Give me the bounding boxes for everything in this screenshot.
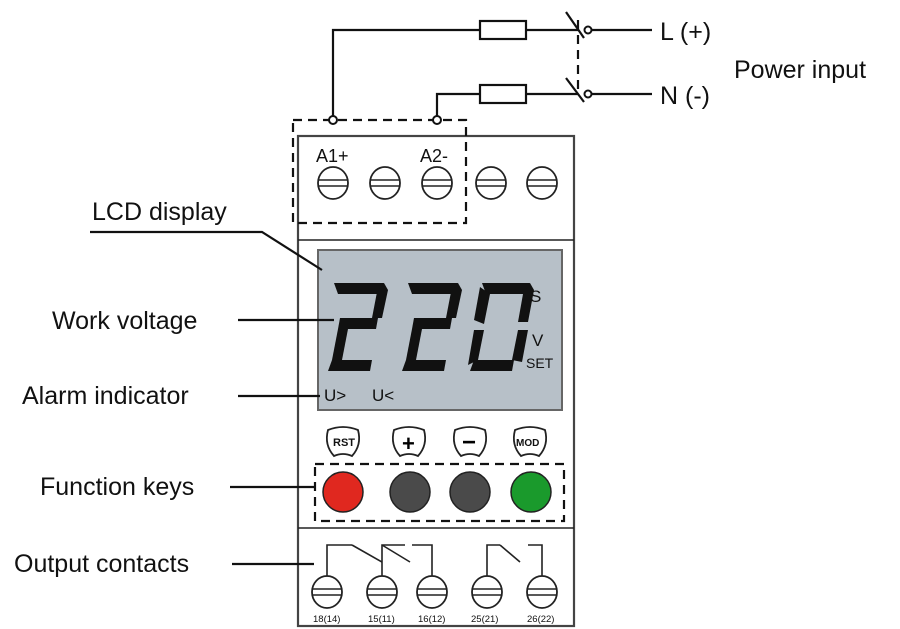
function-keys — [322, 471, 552, 513]
lcd-leader-line — [90, 230, 323, 271]
rst-button[interactable] — [322, 471, 364, 513]
work-voltage-callout: Work voltage — [52, 307, 197, 335]
plus-key-icon: + — [391, 426, 427, 458]
lcd-digits — [328, 283, 534, 371]
screw-terminal — [416, 575, 448, 609]
power-wiring: L (+) N (-) Power input — [331, 11, 866, 118]
fuse-l — [478, 19, 528, 41]
pin-label: 25(21) — [471, 614, 498, 625]
pin-label: 26(22) — [527, 614, 554, 625]
svg-text:MOD: MOD — [516, 438, 539, 449]
pin-label: 15(11) — [368, 614, 395, 625]
lcd-unit-v: V — [532, 331, 544, 350]
keys-dashed-box — [313, 462, 566, 523]
pin-label: 18(14) — [313, 614, 340, 625]
screw-terminal — [311, 575, 343, 609]
minus-key-icon: − — [452, 426, 488, 458]
screw-terminal — [366, 575, 398, 609]
output-contacts: 18(14) 15(11) 16(12) 25(21) 26(22) — [311, 544, 558, 625]
switch-l — [565, 11, 585, 39]
output-contacts-callout: Output contacts — [14, 550, 189, 578]
top-terminals — [317, 166, 558, 200]
wire-a2 — [435, 92, 480, 118]
n-label: N (-) — [660, 82, 710, 110]
switch-n — [565, 77, 585, 103]
function-keys-callout: Function keys — [40, 473, 194, 501]
svg-text:−: − — [462, 429, 476, 456]
lcd-display: S V SET U> U< — [317, 249, 563, 411]
terminal-dashed-box — [291, 118, 468, 225]
terminal-a2-label: A2- — [420, 146, 448, 166]
screw-terminal — [369, 166, 401, 200]
svg-text:RST: RST — [333, 437, 355, 449]
alarm-over: U> — [324, 386, 346, 405]
screw-terminal — [526, 575, 558, 609]
callouts: LCD display Work voltage Alarm indicator… — [14, 198, 334, 578]
screw-terminal — [471, 575, 503, 609]
mod-button[interactable] — [510, 471, 552, 513]
minus-button[interactable] — [449, 471, 491, 513]
power-input-caption: Power input — [734, 56, 866, 84]
alarm-under: U< — [372, 386, 394, 405]
rst-key-icon: RST — [325, 426, 361, 458]
svg-text:+: + — [402, 431, 415, 456]
key-icons: RST + − MOD — [325, 426, 548, 458]
pin-label: 16(12) — [418, 614, 445, 625]
lcd-set: SET — [526, 355, 554, 371]
lcd-unit-s: S — [530, 287, 541, 306]
wire-a1 — [331, 28, 480, 118]
screw-terminal — [526, 166, 558, 200]
screw-terminal — [421, 166, 453, 200]
alarm-indicator-callout: Alarm indicator — [22, 382, 189, 410]
fuse-n — [478, 83, 528, 105]
screw-terminal — [317, 166, 349, 200]
mod-key-icon: MOD — [512, 426, 548, 458]
lcd-display-callout: LCD display — [92, 198, 227, 226]
l-label: L (+) — [660, 18, 711, 46]
plus-button[interactable] — [389, 471, 431, 513]
terminal-a1-label: A1+ — [316, 146, 349, 166]
screw-terminal — [475, 166, 507, 200]
